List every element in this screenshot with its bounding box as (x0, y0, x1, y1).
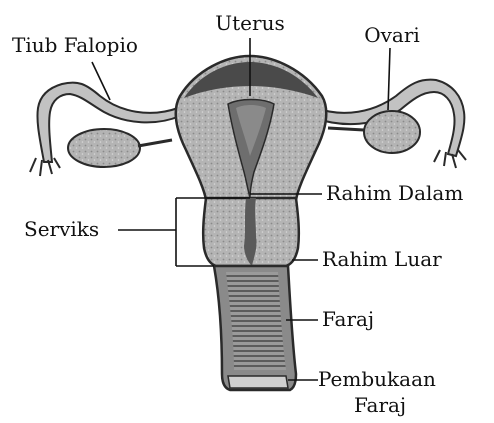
label-faraj: Faraj (322, 307, 374, 331)
uterus-body (176, 56, 327, 200)
label-pembukaan: Pembukaan (318, 367, 436, 391)
label-ovari: Ovari (364, 23, 420, 47)
label-rahim-dalam: Rahim Dalam (326, 181, 463, 205)
label-rahim-luar: Rahim Luar (322, 247, 442, 271)
label-uterus: Uterus (215, 11, 284, 35)
vagina (214, 266, 296, 390)
label-tiub-falopio: Tiub Falopio (12, 33, 138, 57)
label-pembukaan-faraj: Faraj (354, 393, 406, 417)
cervix (203, 198, 299, 266)
label-serviks: Serviks (24, 217, 99, 241)
left-ovary (68, 129, 172, 167)
